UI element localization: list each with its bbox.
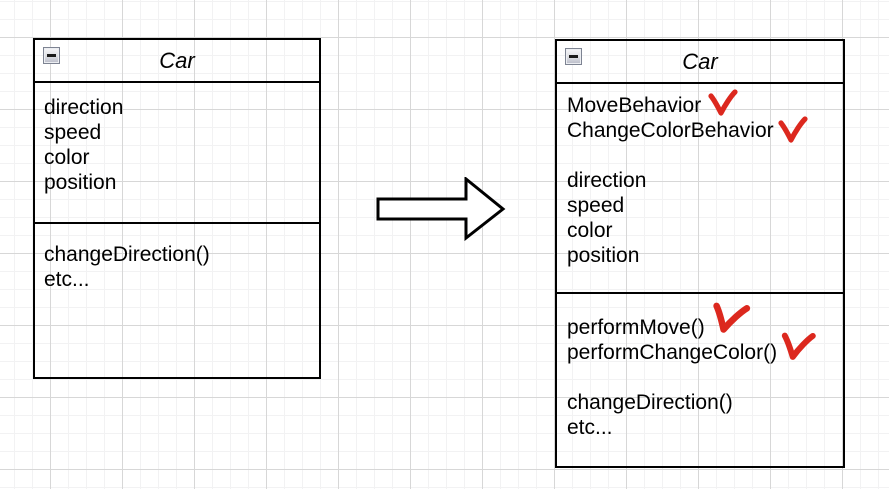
method-row: etc... bbox=[44, 267, 319, 292]
methods-compartment: changeDirection() etc... bbox=[35, 224, 319, 374]
method-label: etc... bbox=[567, 416, 613, 439]
attribute-label: speed bbox=[44, 121, 102, 144]
attribute-row: direction bbox=[44, 95, 319, 120]
collapse-button[interactable] bbox=[565, 48, 582, 65]
attribute-label: speed bbox=[567, 194, 625, 217]
attribute-label: direction bbox=[567, 169, 647, 192]
minus-icon bbox=[47, 54, 56, 57]
attribute-row: direction bbox=[567, 168, 843, 193]
attribute-label: position bbox=[44, 171, 117, 194]
attributes-compartment: MoveBehavior ChangeColorBehavior directi… bbox=[557, 84, 843, 294]
spacer-row bbox=[567, 143, 843, 168]
method-row: performMove() bbox=[567, 302, 843, 340]
attribute-label: ChangeColorBehavior bbox=[567, 119, 774, 142]
attribute-row: MoveBehavior bbox=[567, 89, 843, 118]
red-check-icon bbox=[778, 116, 808, 144]
arrow-shape bbox=[376, 177, 506, 241]
attribute-row: position bbox=[567, 243, 843, 268]
attribute-label: direction bbox=[44, 96, 124, 119]
red-check-icon bbox=[708, 89, 738, 117]
right-block-arrow-icon[interactable] bbox=[375, 177, 507, 241]
method-label: changeDirection() bbox=[567, 391, 733, 414]
attribute-row: ChangeColorBehavior bbox=[567, 116, 843, 144]
method-label: performMove() bbox=[567, 316, 705, 339]
class-title: Car bbox=[159, 47, 195, 73]
spacer-row bbox=[567, 365, 843, 390]
attribute-label: MoveBehavior bbox=[567, 94, 702, 117]
attribute-label: position bbox=[567, 244, 640, 267]
attribute-row: speed bbox=[567, 193, 843, 218]
red-check-icon bbox=[781, 332, 816, 360]
method-label: changeDirection() bbox=[44, 243, 210, 266]
class-title: Car bbox=[682, 48, 718, 74]
uml-class-box-refactored[interactable]: Car MoveBehavior ChangeColorBehavior bbox=[555, 39, 845, 468]
uml-class-box-original[interactable]: Car direction speed color position chang… bbox=[33, 38, 321, 379]
attribute-row: color bbox=[44, 145, 319, 170]
class-title-bar: Car bbox=[35, 40, 319, 83]
method-row: changeDirection() bbox=[44, 242, 319, 267]
attribute-row: position bbox=[44, 170, 319, 195]
attribute-row: color bbox=[567, 218, 843, 243]
method-label: performChangeColor() bbox=[567, 341, 778, 364]
attribute-label: color bbox=[567, 219, 613, 242]
attribute-row: speed bbox=[44, 120, 319, 145]
method-row: etc... bbox=[567, 415, 843, 440]
method-label: etc... bbox=[44, 268, 90, 291]
method-row: changeDirection() bbox=[567, 390, 843, 415]
method-row: performChangeColor() bbox=[567, 332, 843, 365]
methods-compartment: performMove() performChangeColor() chang… bbox=[557, 294, 843, 463]
minus-icon bbox=[569, 55, 578, 58]
attributes-compartment: direction speed color position bbox=[35, 83, 319, 224]
attribute-label: color bbox=[44, 146, 90, 169]
collapse-button[interactable] bbox=[43, 47, 60, 64]
red-check-icon bbox=[713, 302, 750, 333]
class-title-bar: Car bbox=[557, 41, 843, 84]
